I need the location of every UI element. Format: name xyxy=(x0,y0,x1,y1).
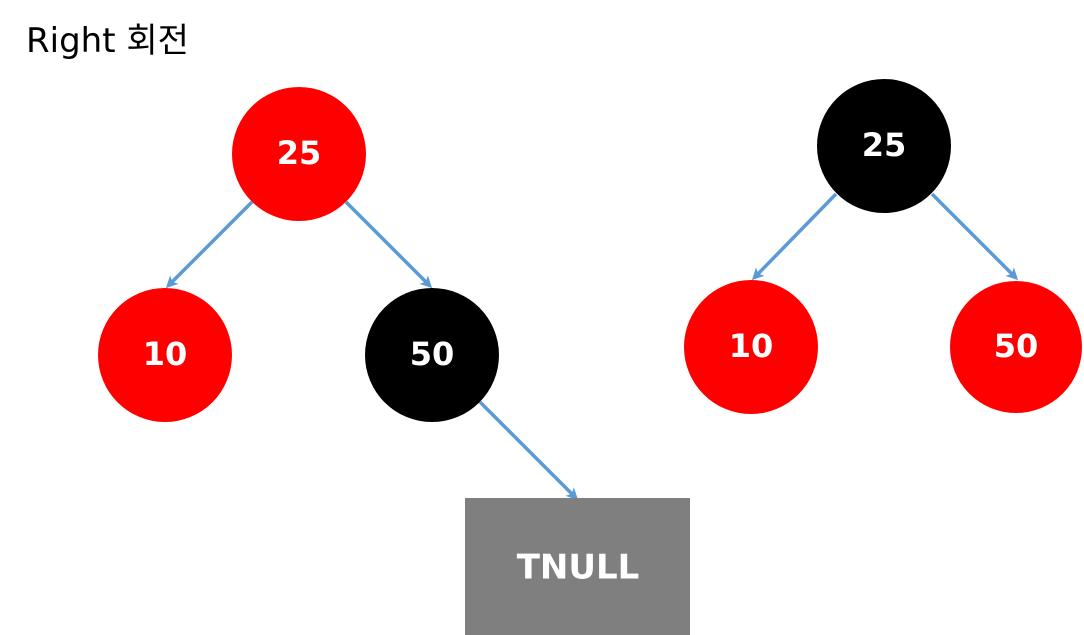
edge-50-to-tnull xyxy=(478,400,579,501)
page-title: Right 회전 xyxy=(26,21,189,61)
node-circle xyxy=(950,281,1082,413)
node-label: 10 xyxy=(729,327,774,365)
node-label: 10 xyxy=(143,335,188,373)
node-circle xyxy=(817,79,951,213)
node-circle xyxy=(232,87,366,221)
node-circle xyxy=(365,288,499,422)
left-tree-node-10: 10 xyxy=(98,288,232,422)
left-tree-root-node: 25 xyxy=(232,87,366,221)
node-circle xyxy=(98,288,232,422)
left-tree-edges xyxy=(165,200,579,501)
left-tree-node-50: 50 xyxy=(365,288,499,422)
node-label: 50 xyxy=(994,327,1039,365)
tnull-label: TNULL xyxy=(517,548,640,588)
right-tree-node-50: 50 xyxy=(950,281,1082,413)
node-label: 25 xyxy=(277,134,322,172)
right-tree-node-10: 10 xyxy=(684,280,818,414)
node-circle xyxy=(684,280,818,414)
tnull-rect xyxy=(465,498,690,635)
edge-25-to-10-right-tree xyxy=(751,192,838,281)
edge-25-to-50-left-tree xyxy=(344,200,433,289)
right-tree-root-node: 25 xyxy=(817,79,951,213)
edge-25-to-10-left-tree xyxy=(165,200,254,289)
right-tree-edges xyxy=(751,192,1019,281)
tnull-leaf-box: TNULL xyxy=(465,498,690,635)
node-label: 50 xyxy=(410,335,455,373)
node-label: 25 xyxy=(862,126,907,164)
edge-25-to-50-right-tree xyxy=(930,192,1019,281)
